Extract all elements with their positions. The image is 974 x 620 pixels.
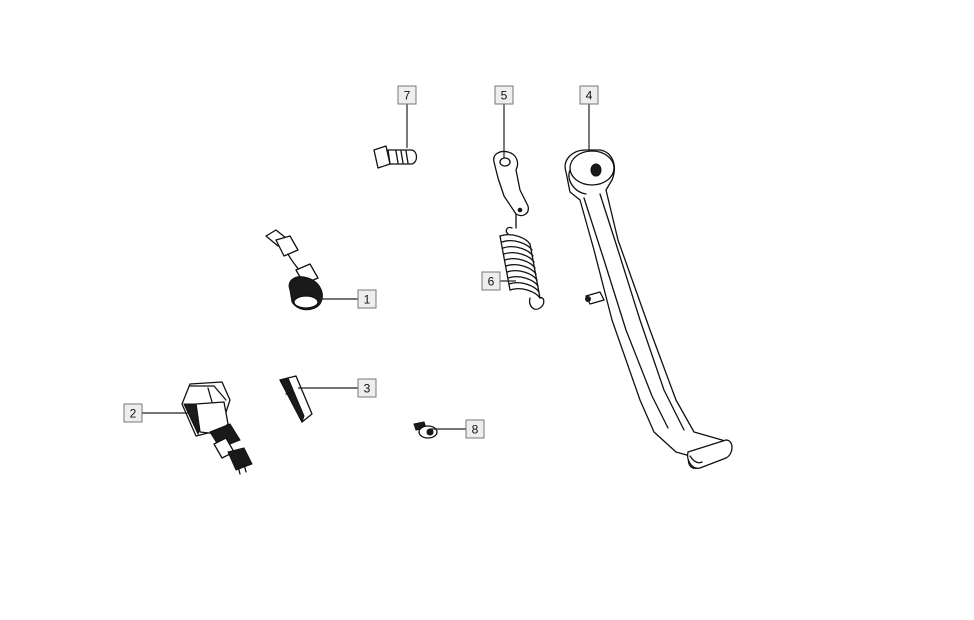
pivot-bolt-part[interactable] [373,145,418,169]
switch-body-part[interactable] [181,381,253,475]
callout-4-label: 4 [586,89,593,103]
callout-4[interactable]: 4 [579,85,599,105]
callout-1[interactable]: 1 [357,289,377,309]
callout-6-label: 6 [488,275,495,289]
callout-8[interactable]: 8 [465,419,485,439]
callout-6[interactable]: 6 [481,271,501,291]
callout-5-label: 5 [501,89,508,103]
callout-7[interactable]: 7 [397,85,417,105]
spring-plate-part[interactable] [493,150,529,229]
callout-2-label: 2 [130,407,137,421]
callout-2[interactable]: 2 [123,403,143,423]
callout-5[interactable]: 5 [494,85,514,105]
callout-3-label: 3 [364,382,371,396]
spring-coils [499,234,541,299]
side-stand-part[interactable] [564,149,733,469]
callout-8-label: 8 [472,423,479,437]
screw-part[interactable] [413,421,438,439]
spring-part[interactable] [499,226,545,310]
switch-cable-part[interactable] [265,229,323,311]
callout-7-label: 7 [404,89,411,103]
bracket-part[interactable] [279,375,313,424]
callout-1-label: 1 [364,293,371,307]
callout-3[interactable]: 3 [357,378,377,398]
leader-lines [142,104,590,430]
